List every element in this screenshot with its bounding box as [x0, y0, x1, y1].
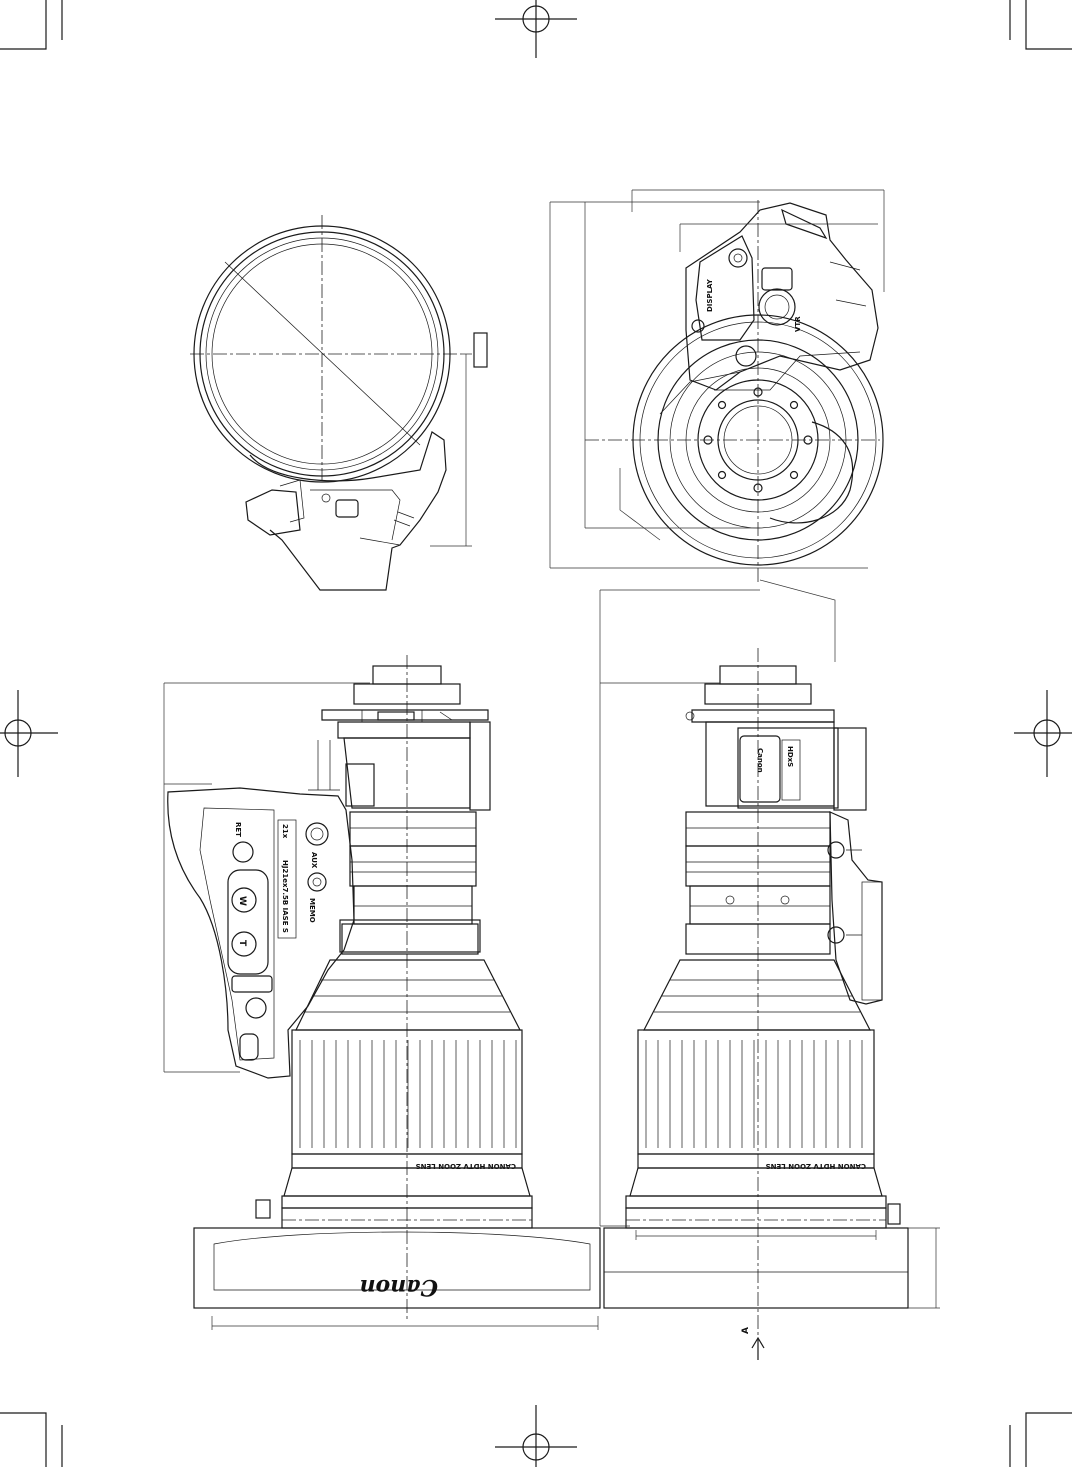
- zoom-series-label: HJ21ex7.5B IASE S: [281, 860, 289, 933]
- registration-mark-bottom: [495, 1405, 577, 1467]
- zoom-ratio-label: 21x: [281, 824, 289, 839]
- t-button-label: T: [237, 940, 247, 947]
- side-view: CANON HDTV ZOON LENS Canon W T RET AUX M…: [163, 655, 601, 1330]
- registration-mark-right: [1014, 690, 1072, 777]
- top-view: Canon HDxS CANON HDTV ZOON LENS: [599, 589, 940, 1360]
- registration-mark-top: [495, 0, 577, 58]
- mount-screws: [703, 387, 813, 493]
- registration-mark-left: [0, 690, 58, 777]
- vtr-label: VTR: [794, 316, 802, 332]
- view-a-arrow-label: A: [741, 1327, 751, 1334]
- top-lens-ring-label: CANON HDTV ZOON LENS: [766, 1162, 866, 1170]
- w-button-label: W: [237, 896, 247, 906]
- display-label: DISPLAY: [706, 278, 714, 312]
- memo-button-label: MEMO: [308, 898, 316, 923]
- ret-button-label: RET: [234, 822, 242, 837]
- side-ribs: [299, 1040, 517, 1148]
- side-lens-ring-label: CANON HDTV ZOON LENS: [416, 1162, 516, 1170]
- hdxs-label: HDxS: [786, 746, 794, 767]
- top-brand-label: Canon: [756, 748, 764, 773]
- rear-view: DISPLAY VTR: [549, 189, 885, 662]
- aux-button-label: AUX: [310, 852, 318, 869]
- top-ribs: [645, 1040, 863, 1148]
- front-view: [190, 215, 488, 591]
- side-hood-brand: Canon: [360, 1274, 438, 1300]
